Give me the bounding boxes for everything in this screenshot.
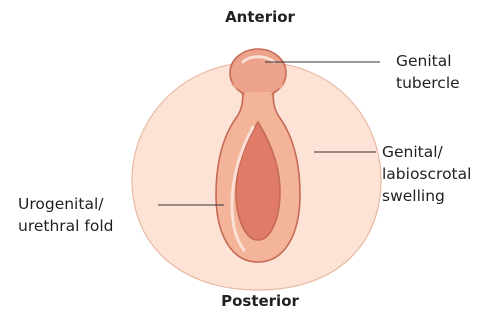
genital-tubercle-label-line2: tubercle bbox=[396, 72, 460, 94]
genital-swelling-label: Genital/ labioscrotal swelling bbox=[382, 141, 471, 207]
genital-swelling-label-line3: swelling bbox=[382, 185, 471, 207]
urogenital-fold-label-line2: urethral fold bbox=[18, 215, 113, 237]
genital-tubercle-label-line1: Genital bbox=[396, 50, 460, 72]
genital-swelling-label-line1: Genital/ bbox=[382, 141, 471, 163]
urogenital-fold-label: Urogenital/ urethral fold bbox=[18, 193, 113, 237]
urogenital-fold-label-line1: Urogenital/ bbox=[18, 193, 113, 215]
genital-tubercle-label: Genital tubercle bbox=[396, 50, 460, 94]
genital-swelling-label-line2: labioscrotal bbox=[382, 163, 471, 185]
